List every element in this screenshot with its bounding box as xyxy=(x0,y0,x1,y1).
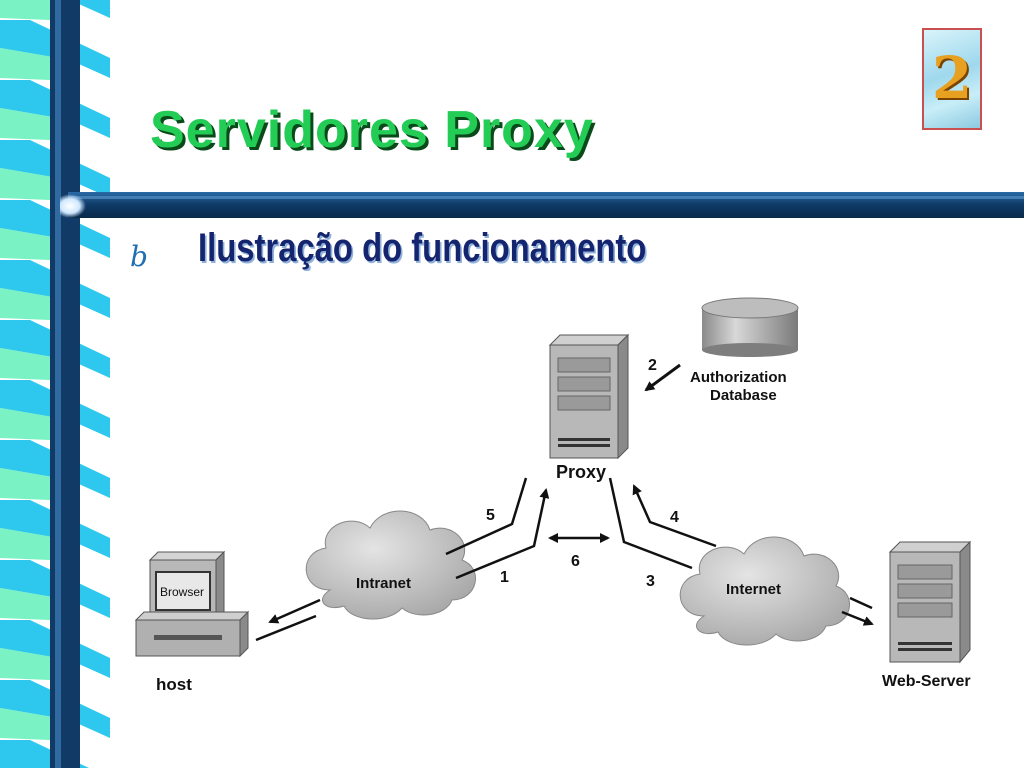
arrow-step-3 xyxy=(608,477,874,626)
web-server-label: Web-Server xyxy=(882,673,971,690)
internet-label: Internet xyxy=(726,581,781,598)
host-label: host xyxy=(156,675,192,694)
browser-label: Browser xyxy=(160,585,204,599)
auth-db-label-line2: Database xyxy=(710,387,777,404)
bullet-text: Ilustração do funcionamento xyxy=(198,226,647,270)
arrow-step-2 xyxy=(644,363,681,392)
slide-number: 2 xyxy=(931,44,973,112)
step-5-label: 5 xyxy=(486,507,495,524)
step-6-label: 6 xyxy=(571,553,580,570)
step-3-label: 3 xyxy=(646,573,655,590)
step-4-label: 4 xyxy=(670,509,679,526)
proxy-server-icon xyxy=(548,333,630,460)
web-server-icon xyxy=(888,540,972,664)
arrow-step-5 xyxy=(268,477,528,624)
intranet-label: Intranet xyxy=(356,575,411,592)
bullet-icon: b xyxy=(130,240,148,273)
proxy-diagram: Proxy Authorization Database 2 Intranet … xyxy=(134,297,972,694)
title-divider-bar xyxy=(60,192,1024,218)
step-1-label: 1 xyxy=(500,569,509,586)
decorative-ribbon xyxy=(0,0,115,768)
auth-db-label-line1: Authorization xyxy=(690,369,787,386)
internet-cloud xyxy=(679,536,850,646)
arrow-step-4 xyxy=(632,484,873,610)
intranet-cloud xyxy=(305,510,476,620)
database-icon xyxy=(701,297,799,357)
slide-title: Servidores Proxy xyxy=(150,101,594,159)
proxy-label: Proxy xyxy=(556,462,606,482)
arrow-step-1 xyxy=(255,488,550,642)
host-computer-icon xyxy=(134,550,250,658)
step-2-label: 2 xyxy=(648,357,657,374)
slide-number-badge: 2 xyxy=(922,28,982,130)
